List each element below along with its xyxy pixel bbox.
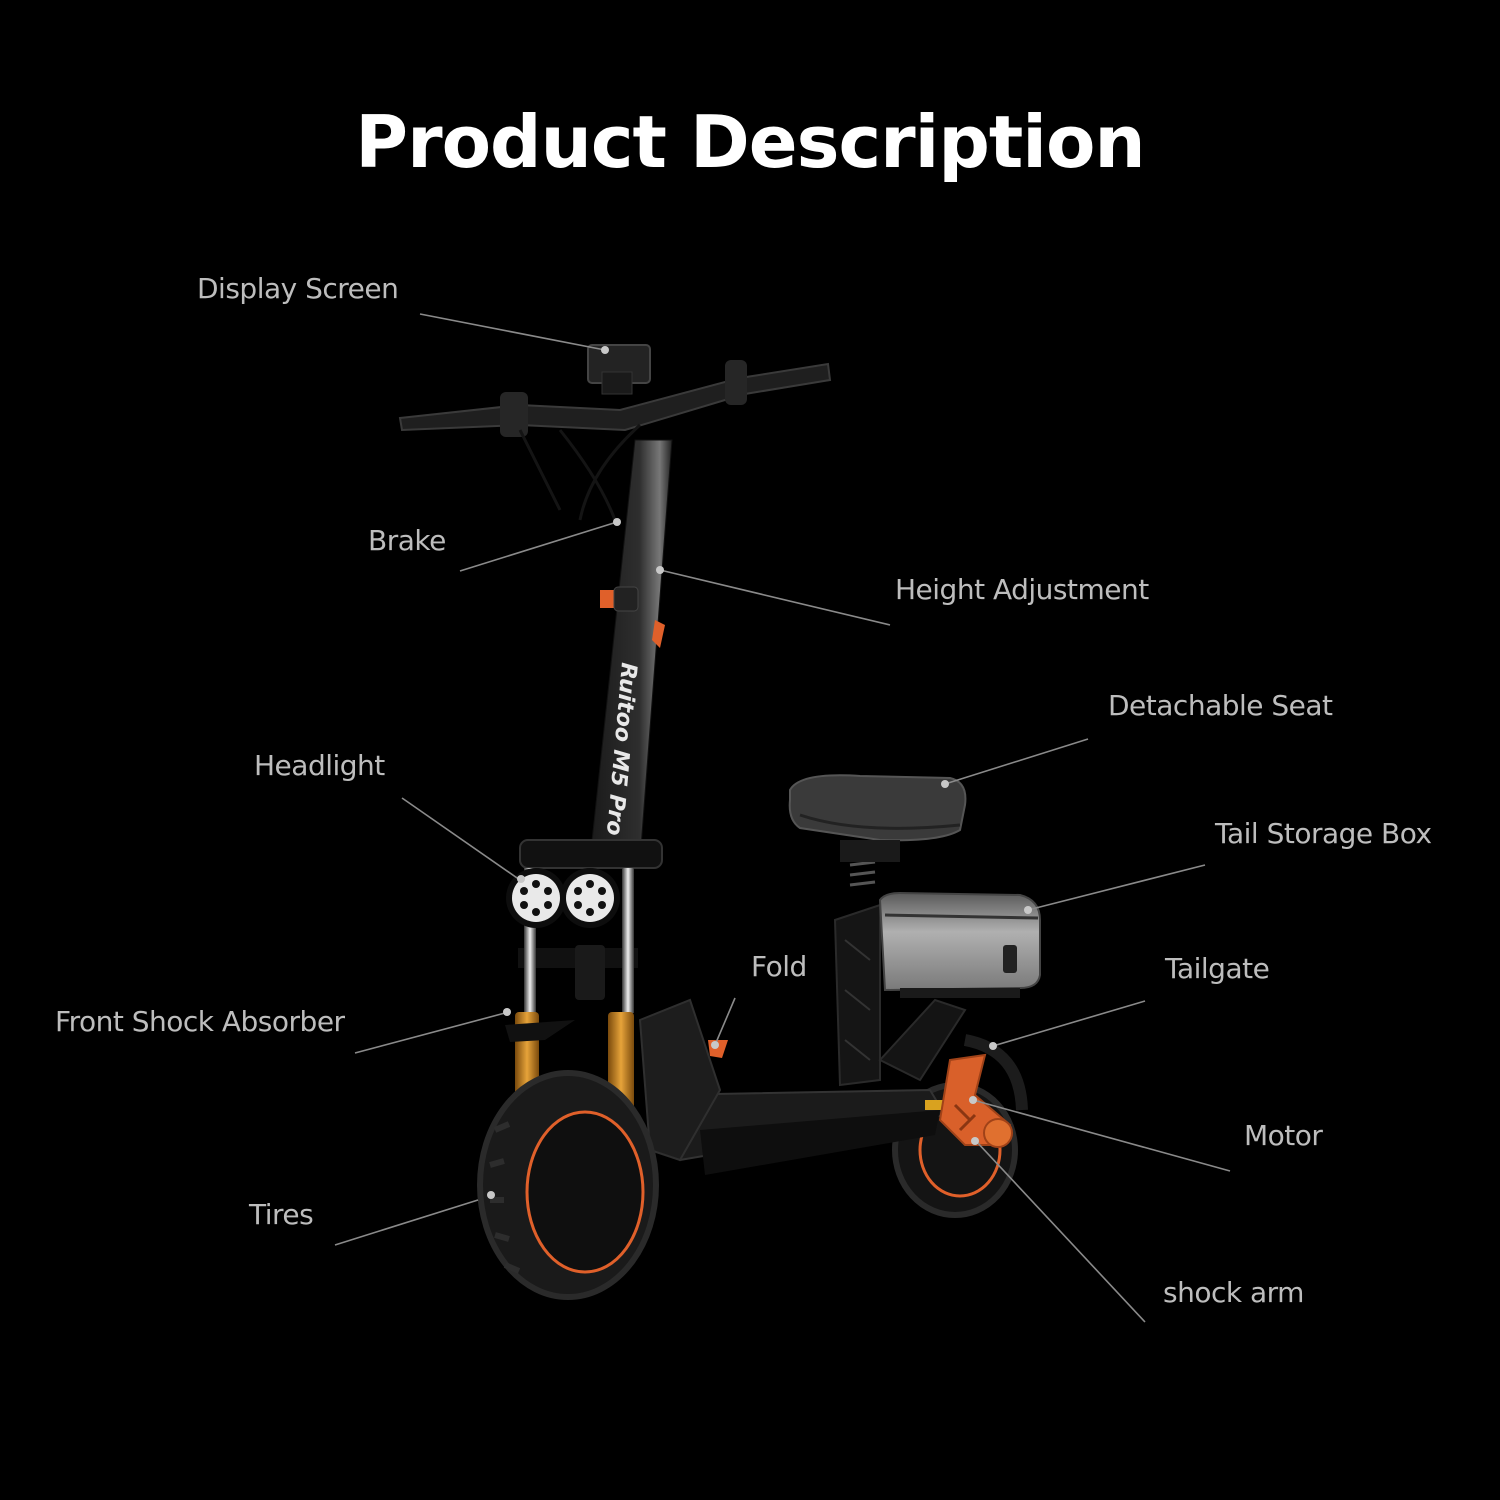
scooter: Ruitoo M5 Pro <box>398 344 1041 1300</box>
label-tail-storage-box: Tail Storage Box <box>1215 817 1432 850</box>
handlebar <box>398 344 832 521</box>
front-fork <box>506 839 663 1162</box>
anchor-motor <box>969 1096 977 1104</box>
label-fold: Fold <box>751 950 807 983</box>
stem: Ruitoo M5 Pro <box>589 439 673 861</box>
label-headlight: Headlight <box>254 749 385 782</box>
anchor-tires <box>487 1191 495 1199</box>
anchor-front-shock-absorber <box>503 1008 511 1016</box>
anchor-display-screen <box>601 346 609 354</box>
label-motor: Motor <box>1244 1119 1323 1152</box>
anchor-height-adjustment <box>656 566 664 574</box>
page-title: Product Description <box>355 100 1145 184</box>
label-height-adjustment: Height Adjustment <box>895 573 1149 606</box>
anchor-detachable-seat <box>941 780 949 788</box>
label-detachable-seat: Detachable Seat <box>1108 689 1333 722</box>
anchor-dots <box>487 346 1032 1199</box>
label-front-shock-absorber: Front Shock Absorber <box>55 1005 345 1038</box>
headlights <box>506 868 620 928</box>
anchor-tail-storage-box <box>1024 906 1032 914</box>
anchor-headlight <box>517 875 525 883</box>
label-tires: Tires <box>249 1198 314 1231</box>
label-shock-arm: shock arm <box>1163 1276 1304 1309</box>
anchor-tailgate <box>989 1042 997 1050</box>
label-brake: Brake <box>368 524 446 557</box>
seat <box>788 774 967 862</box>
anchor-shock-arm <box>971 1137 979 1145</box>
anchor-brake <box>613 518 621 526</box>
storage-box <box>878 891 1041 998</box>
label-display-screen: Display Screen <box>197 272 399 305</box>
anchor-fold <box>711 1041 719 1049</box>
label-tailgate: Tailgate <box>1165 952 1270 985</box>
front-wheel <box>477 1070 659 1300</box>
leader-lines <box>35 313 1500 1323</box>
